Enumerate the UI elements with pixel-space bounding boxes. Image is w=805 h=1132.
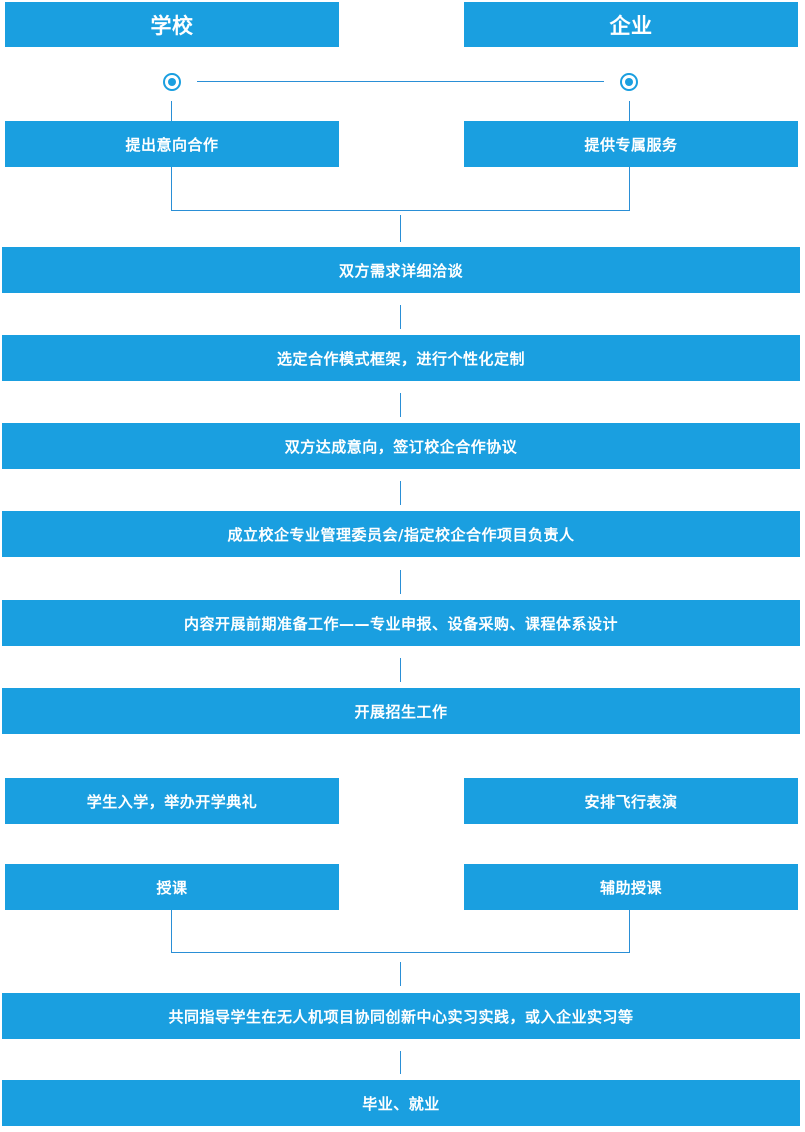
- step-enrollment: 学生入学，举办开学典礼: [5, 778, 339, 824]
- connector: [400, 1051, 401, 1074]
- enterprise-node-icon: [620, 73, 638, 91]
- step-flight-show: 安排飞行表演: [464, 778, 798, 824]
- step-practice: 共同指导学生在无人机项目协同创新中心实习实践，或入企业实习等: [2, 993, 800, 1039]
- school-node-icon: [163, 73, 181, 91]
- bracket-left: [171, 910, 172, 953]
- connector: [400, 570, 401, 594]
- step-propose-cooperation: 提出意向合作: [5, 121, 339, 167]
- school-stem: [171, 101, 172, 121]
- connector: [400, 962, 401, 986]
- step-5: 内容开展前期准备工作——专业申报、设备采购、课程体系设计: [2, 600, 800, 646]
- connector: [400, 393, 401, 417]
- step-4: 成立校企专业管理委员会/指定校企合作项目负责人: [2, 511, 800, 557]
- step-3: 双方达成意向，签订校企合作协议: [2, 423, 800, 469]
- enterprise-header: 企业: [464, 2, 798, 47]
- step-6: 开展招生工作: [2, 688, 800, 734]
- step-provide-service: 提供专属服务: [464, 121, 798, 167]
- bracket-right: [629, 167, 630, 211]
- step-2: 选定合作模式框架，进行个性化定制: [2, 335, 800, 381]
- school-header: 学校: [5, 2, 339, 47]
- connector: [400, 481, 401, 505]
- header-connector: [197, 81, 604, 82]
- bracket-bottom: [171, 210, 630, 211]
- bracket-bottom: [171, 952, 630, 953]
- bracket-right: [629, 910, 630, 953]
- connector: [400, 215, 401, 242]
- connector: [400, 305, 401, 329]
- step-graduation: 毕业、就业: [2, 1080, 800, 1126]
- step-1: 双方需求详细洽谈: [2, 247, 800, 293]
- bracket-left: [171, 167, 172, 211]
- step-assist-teaching: 辅助授课: [464, 864, 798, 910]
- enterprise-stem: [629, 101, 630, 121]
- step-teaching: 授课: [5, 864, 339, 910]
- connector: [400, 658, 401, 682]
